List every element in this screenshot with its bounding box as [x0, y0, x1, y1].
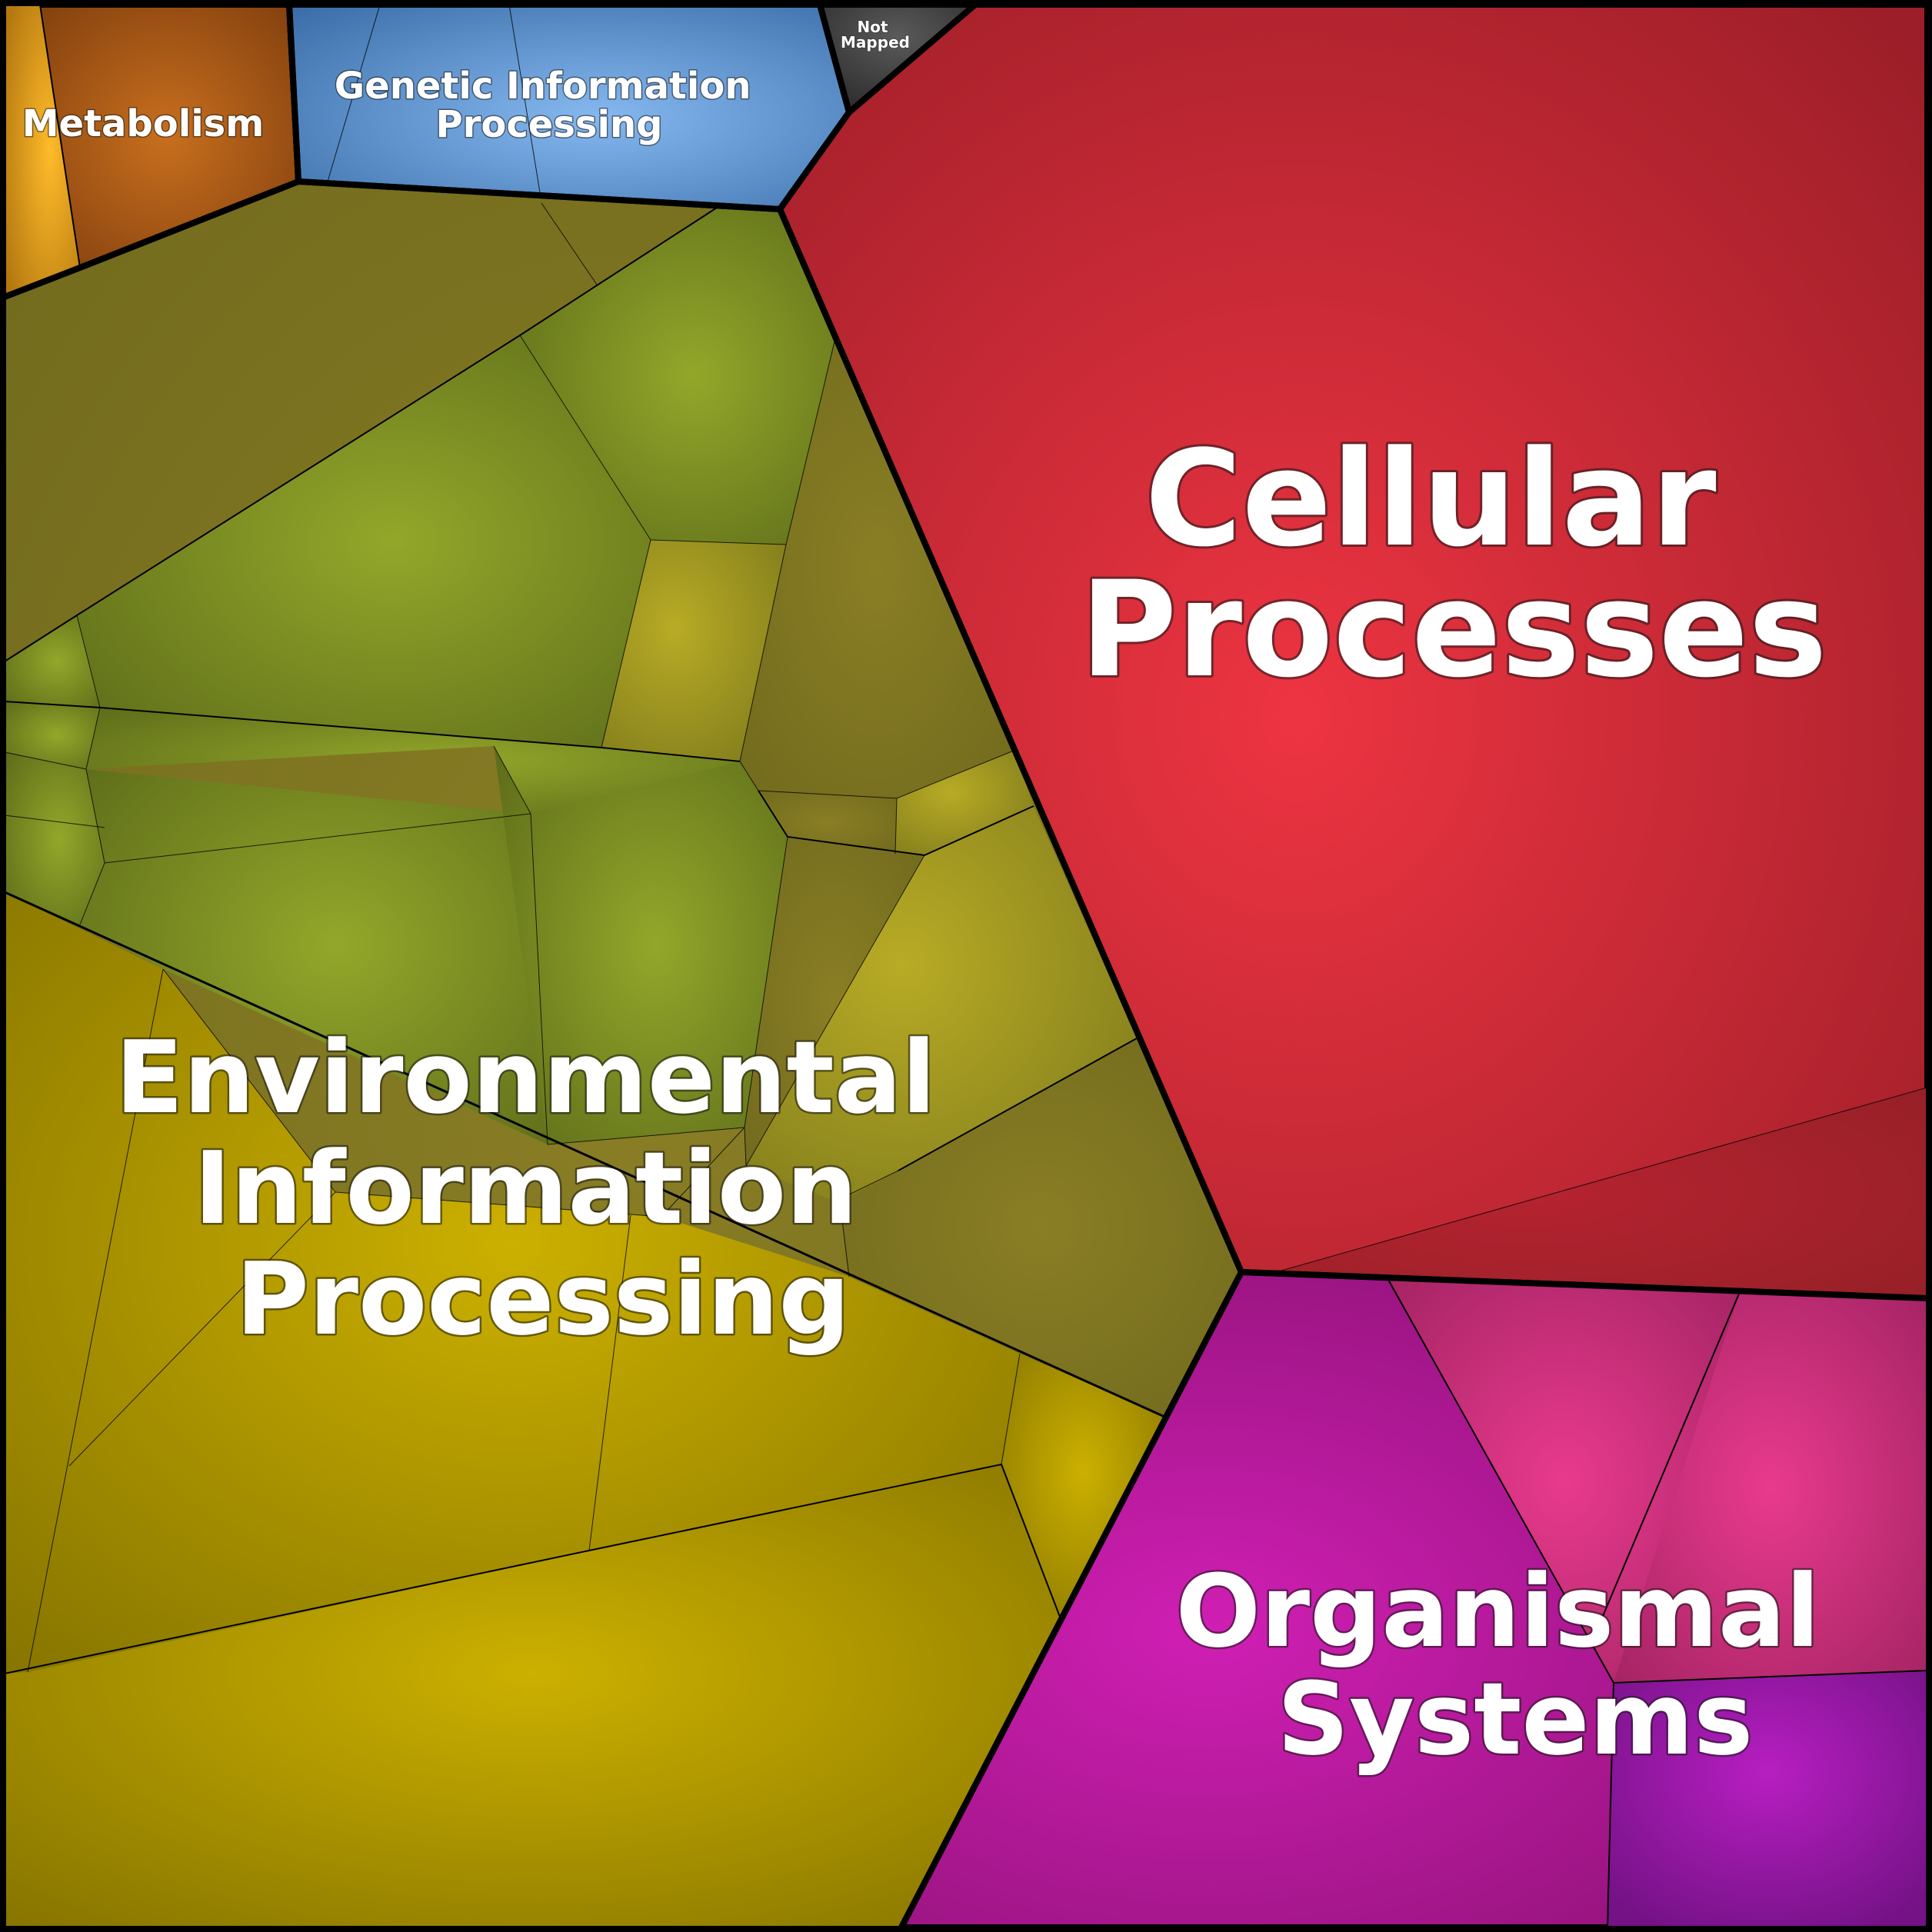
subcell-env-1[interactable]	[77, 335, 651, 748]
subcell-env-3[interactable]	[601, 540, 786, 761]
subcell-env-7[interactable]	[5, 701, 100, 769]
subcell-organismal-violet[interactable]	[1607, 1671, 1927, 1927]
subcell-env-5[interactable]	[86, 708, 740, 814]
env-subdivision-lines	[4, 202, 1138, 1674]
subcell-env-6[interactable]	[5, 615, 100, 708]
label-cellular: Cellular Processes	[1080, 421, 1827, 707]
label-not-mapped: Not Mapped	[841, 18, 910, 52]
subcell-metabolism-left[interactable]	[5, 5, 80, 297]
subcell-env-9[interactable]	[80, 746, 548, 1144]
subcell-env-15[interactable]	[840, 1038, 1241, 1417]
subcell-env-2[interactable]	[520, 208, 835, 545]
subcell-env-8[interactable]	[5, 752, 105, 924]
subcell-env-4[interactable]	[740, 338, 1014, 798]
subcell-env-16[interactable]	[5, 892, 1020, 1674]
subcell-env-12[interactable]	[895, 751, 1034, 855]
label-environmental: Environmental Information Processing	[115, 1019, 971, 1357]
subcell-env-11[interactable]	[758, 791, 897, 854]
subcell-organismal-pink[interactable]	[1387, 1278, 1740, 1683]
label-organismal: Organismal Systems	[1176, 1553, 1855, 1777]
subcell-env-14[interactable]	[746, 806, 1137, 1201]
subcell-cellular-lower[interactable]	[1271, 1088, 1927, 1298]
subcell-organismal-pink2[interactable]	[1614, 1292, 1927, 1683]
subcell-env-10[interactable]	[494, 746, 788, 1144]
label-genetic: Genetic Information Processing	[335, 65, 764, 146]
subcell-env-17[interactable]	[1001, 1354, 1164, 1617]
label-metabolism: Metabolism	[22, 102, 264, 145]
subcell-env-13[interactable]	[744, 837, 924, 1166]
subcell-env-18[interactable]	[5, 1464, 1060, 1927]
